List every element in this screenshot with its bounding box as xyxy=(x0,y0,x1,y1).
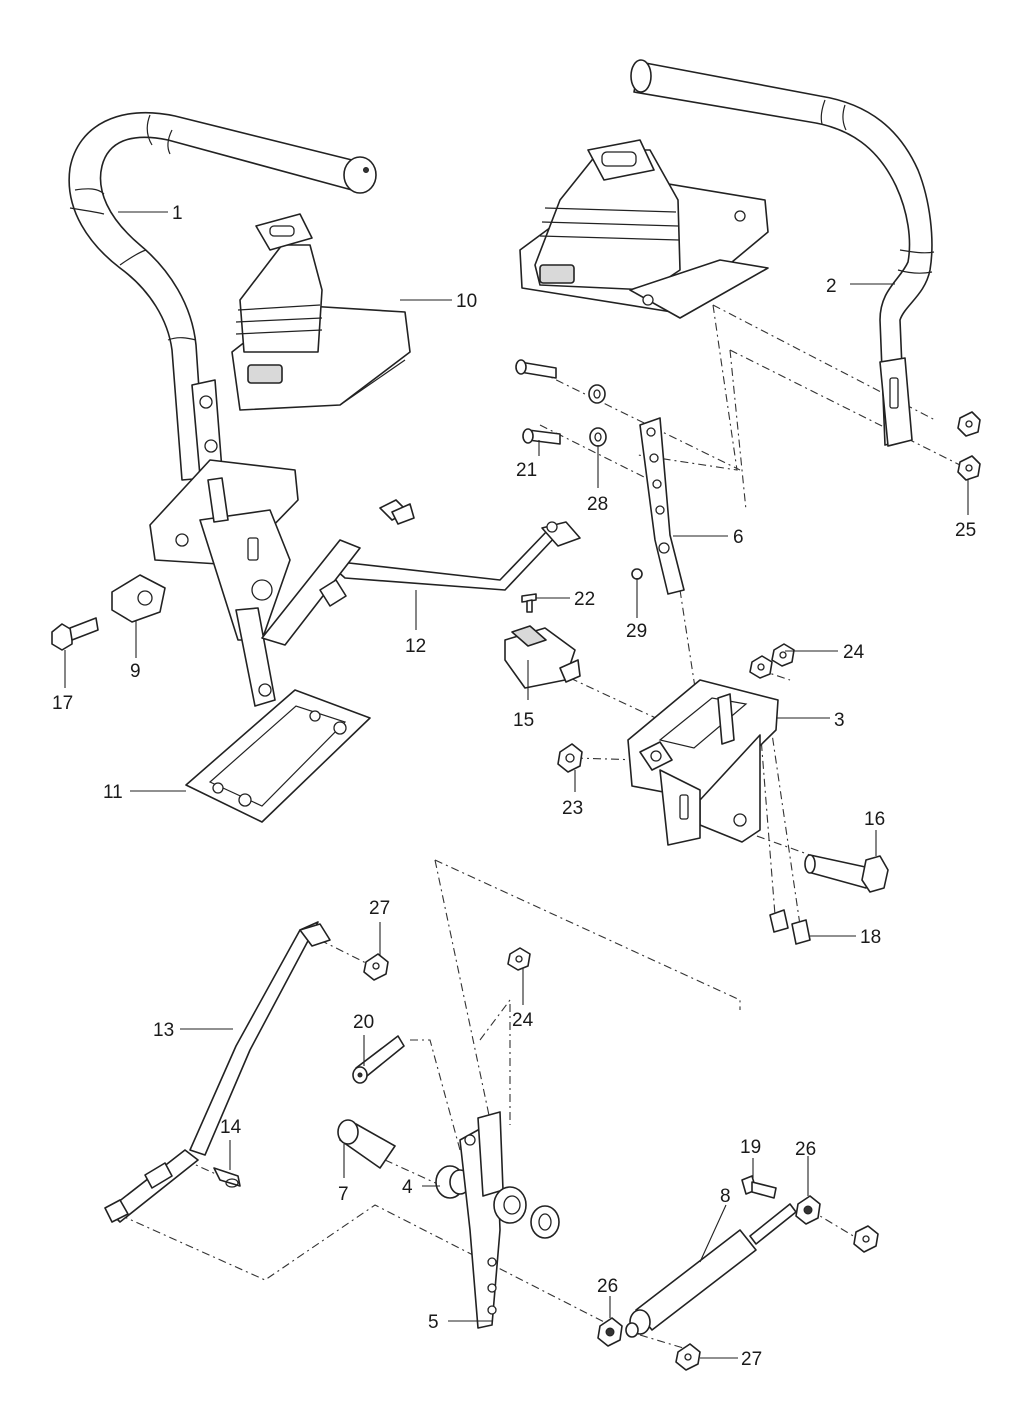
callout-20: 20 xyxy=(353,1012,374,1033)
switch-15 xyxy=(504,625,581,689)
left-gasket xyxy=(185,689,371,823)
right-bracket-3 xyxy=(627,679,779,846)
bolts-18 xyxy=(769,909,811,945)
callout-24-lower: 24 xyxy=(512,1010,534,1031)
callout-10: 10 xyxy=(456,291,477,312)
callout-5: 5 xyxy=(428,1312,439,1333)
callout-13: 13 xyxy=(153,1020,174,1041)
callout-28: 28 xyxy=(587,494,608,515)
linkage-rod-13 xyxy=(104,921,331,1223)
pivot-arm-5 xyxy=(459,1111,560,1329)
nuts-25 xyxy=(957,411,981,481)
callout-4: 4 xyxy=(402,1177,413,1198)
callout-22: 22 xyxy=(574,589,595,610)
right-control-handle xyxy=(630,59,935,447)
left-bracket xyxy=(149,459,299,707)
callout-26-lower: 26 xyxy=(597,1276,618,1297)
callout-12: 12 xyxy=(405,636,426,657)
clip-14 xyxy=(213,1167,241,1188)
callout-19: 19 xyxy=(740,1137,761,1158)
nut-27-upper xyxy=(363,953,389,981)
callout-7: 7 xyxy=(338,1184,349,1205)
callout-26-upper: 26 xyxy=(795,1139,816,1160)
bolt-16 xyxy=(804,854,889,893)
left-boot xyxy=(231,213,411,411)
callout-27-lower: 27 xyxy=(741,1349,762,1370)
callout-17: 17 xyxy=(52,693,73,714)
screw-22 xyxy=(521,593,537,613)
nut-29 xyxy=(631,568,643,580)
nuts-24-upper xyxy=(749,643,795,679)
callout-15: 15 xyxy=(513,710,534,731)
callout-8: 8 xyxy=(720,1186,731,1207)
left-control-handle xyxy=(68,111,377,481)
nut-far-right xyxy=(853,1225,879,1253)
callout-24-upper: 24 xyxy=(843,642,865,663)
clamp-block xyxy=(111,574,166,623)
callout-1: 1 xyxy=(172,203,183,224)
callout-labels: 1 2 3 4 5 6 7 8 9 10 11 12 13 14 15 16 1… xyxy=(52,203,976,1370)
pins-21 xyxy=(515,359,561,445)
callout-3: 3 xyxy=(834,710,845,731)
callout-29: 29 xyxy=(626,621,647,642)
callout-18: 18 xyxy=(860,927,881,948)
gas-spring-8 xyxy=(625,1203,797,1338)
callout-27-upper: 27 xyxy=(369,898,390,919)
bolt-19 xyxy=(741,1175,777,1199)
leader-lines xyxy=(64,211,969,1359)
callout-2: 2 xyxy=(826,276,837,297)
callout-9: 9 xyxy=(130,661,141,682)
assembly-lines xyxy=(119,304,961,1351)
bolt-20 xyxy=(352,1035,405,1084)
callout-6: 6 xyxy=(733,527,744,548)
callout-21: 21 xyxy=(516,460,537,481)
callout-23: 23 xyxy=(562,798,583,819)
callout-25: 25 xyxy=(955,520,976,541)
callout-14: 14 xyxy=(220,1117,242,1138)
nut-26-lower xyxy=(597,1317,623,1347)
callout-11: 11 xyxy=(103,782,123,803)
arm-6 xyxy=(639,417,685,595)
washers-28 xyxy=(588,384,607,447)
bolt-17 xyxy=(51,617,99,651)
nut-23 xyxy=(557,743,583,773)
sleeve-7 xyxy=(337,1119,396,1169)
right-boot xyxy=(519,139,769,319)
nut-26-upper xyxy=(795,1195,821,1225)
linkage-rod-12 xyxy=(261,499,581,646)
nut-27-lower xyxy=(675,1343,701,1371)
callout-16: 16 xyxy=(864,809,885,830)
nut-24-lower xyxy=(507,947,531,971)
